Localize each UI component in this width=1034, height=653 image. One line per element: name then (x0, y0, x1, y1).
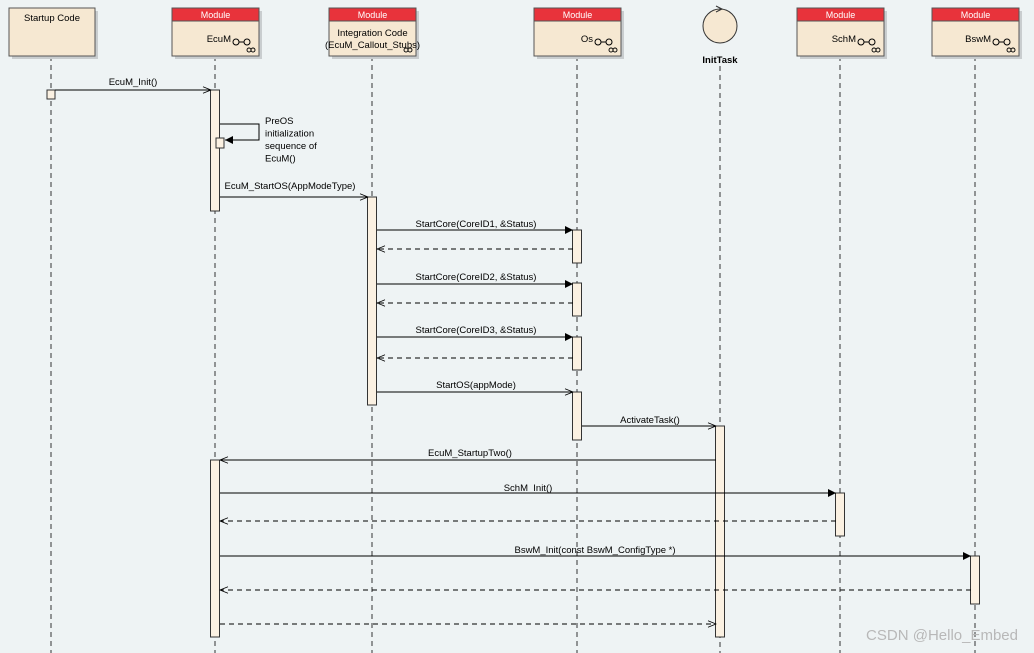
module-mark-icon (1006, 47, 1016, 53)
participant-name: Startup Code (24, 13, 80, 24)
message-label-line: sequence of (265, 141, 317, 152)
activation-bar-startup (46, 89, 56, 100)
stereotype-label: Module (201, 10, 231, 20)
message-1: EcuM_Init() (55, 77, 211, 90)
message-label: BswM_Init(const BswM_ConfigType *) (514, 545, 675, 556)
self-call-arrow (220, 123, 260, 144)
message-label: StartCore(CoreID3, &Status) (416, 325, 537, 336)
activation-bar-ecum (210, 459, 220, 638)
control-arrow-icon (715, 5, 724, 13)
stereotype-header (533, 7, 622, 22)
message-3: EcuM_StartOS(AppModeType) (220, 181, 368, 197)
stereotype-header (171, 7, 260, 22)
message-12: EcuM_StartupTwo() (220, 448, 716, 460)
message-8: StartCore(CoreID3, &Status) (377, 325, 573, 341)
participant-box (8, 7, 96, 57)
activation-bars (46, 89, 980, 638)
participant-name: Os (581, 34, 593, 45)
message-label: ActivateTask() (620, 415, 680, 426)
message-13: SchM_Init() (220, 483, 836, 497)
activation-bar-ecum (210, 89, 220, 212)
activation-bar-os (572, 391, 582, 441)
message-label: StartCore(CoreID1, &Status) (416, 219, 537, 230)
message-11: ActivateTask() (582, 415, 716, 426)
stereotype-header (796, 7, 885, 22)
participant-name: SchM (832, 34, 856, 45)
participant-inittask: InitTask (702, 5, 738, 66)
stereotype-header (931, 7, 1020, 22)
participant-name-line: Integration Code (337, 28, 407, 39)
participant-name: EcuM (207, 34, 231, 45)
activation-bar-os (572, 282, 582, 317)
stereotype-label: Module (826, 10, 856, 20)
module-mark-icon (246, 47, 256, 53)
participant-name-line: (EcuM_Callout_Stubs) (325, 40, 420, 51)
component-icon (594, 38, 613, 46)
activation-bar-os (572, 229, 582, 264)
message-label: StartOS(appMode) (436, 380, 516, 391)
module-mark-icon (403, 47, 413, 53)
message-15: BswM_Init(const BswM_ConfigType *) (220, 545, 971, 560)
participant-startup: Startup Code (8, 7, 98, 59)
activation-bar-ecum (215, 137, 225, 149)
activation-bar-integration (367, 196, 377, 406)
message-label: EcuM_StartOS(AppModeType) (225, 181, 356, 192)
message-label-line: EcuM() (265, 154, 296, 165)
stereotype-label: Module (358, 10, 388, 20)
activation-bar-bswm (970, 555, 980, 605)
lifelines (50, 56, 976, 653)
message-label: StartCore(CoreID2, &Status) (416, 272, 537, 283)
module-mark-icon (608, 47, 618, 53)
message-4: StartCore(CoreID1, &Status) (377, 219, 573, 234)
message-label: EcuM_StartupTwo() (428, 448, 512, 459)
activation-bar-inittask (715, 425, 725, 638)
component-icon (232, 38, 251, 46)
message-label-line: initialization (265, 129, 314, 140)
participant-name: BswM (965, 34, 991, 45)
stereotype-header (328, 7, 417, 22)
component-icon (992, 38, 1011, 46)
stereotype-label: Module (563, 10, 593, 20)
message-10: StartOS(appMode) (377, 380, 573, 392)
participant-name: InitTask (702, 55, 738, 66)
message-label: SchM_Init() (504, 483, 553, 494)
message-label-line: PreOS (265, 116, 294, 127)
stereotype-label: Module (961, 10, 991, 20)
control-icon (702, 8, 738, 44)
component-icon (857, 38, 876, 46)
module-mark-icon (871, 47, 881, 53)
watermark: CSDN @Hello_Embed (866, 627, 1018, 644)
activation-bar-schm (835, 492, 845, 537)
message-label: EcuM_Init() (109, 77, 158, 88)
activation-bar-os (572, 336, 582, 371)
message-6: StartCore(CoreID2, &Status) (377, 272, 573, 288)
